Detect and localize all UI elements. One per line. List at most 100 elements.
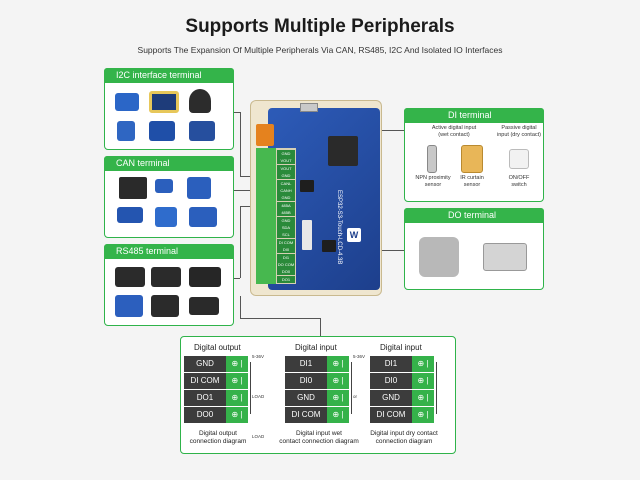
diagram-pin-name: DI0 — [370, 373, 412, 389]
terminal-block — [256, 148, 276, 284]
diagram-note: 5-36V — [353, 354, 366, 359]
board-pin-label: GND — [277, 150, 295, 157]
diagram-pin-name: GND — [285, 390, 327, 406]
usb-port — [300, 103, 318, 112]
diagram-pin-name: DI0 — [285, 373, 327, 389]
rs485-module-5 — [151, 295, 179, 317]
i2c-panel-title: I2C interface terminal — [104, 68, 234, 83]
diagram-row: DO1⊕ | — [184, 390, 248, 406]
board-pin-label: DI COM — [277, 238, 295, 246]
di-panel: DI terminal Active digital input (wet co… — [404, 108, 544, 202]
wire-can — [234, 190, 256, 191]
diagram-pin-name: GND — [370, 390, 412, 406]
board-pin-label: SCL — [277, 231, 295, 239]
diagram-row: GND⊕ | — [184, 356, 248, 372]
board-pin-label: DO COM — [277, 261, 295, 268]
i2c-module-4 — [117, 121, 135, 141]
board-pin-label: 485A — [277, 201, 295, 209]
diagram-row: DO0⊕ | — [184, 407, 248, 423]
wire-i2c-h — [240, 176, 256, 177]
diagram-row: DI0⊕ | — [370, 373, 434, 389]
i2c-module-2 — [149, 91, 179, 113]
rs485-module-6 — [189, 297, 219, 315]
board-pin-label: VOUT — [277, 164, 295, 172]
board-pin-label: 485B — [277, 209, 295, 217]
di-item-ir: IR curtain sensor — [460, 175, 484, 188]
diagram-caption: Digital output connection diagram — [189, 430, 247, 445]
terminal-screw-icon: ⊕ | — [327, 390, 349, 406]
wire-bottom-v — [320, 318, 321, 336]
solenoid-lock-img — [483, 243, 527, 271]
can-panel: CAN terminal — [104, 156, 234, 238]
di-panel-title: DI terminal — [404, 108, 544, 123]
npn-sensor-img — [427, 145, 437, 173]
can-module-3 — [187, 177, 211, 199]
ir-curtain-img — [461, 145, 483, 173]
i2c-module-6 — [189, 121, 215, 141]
di-active-title: Active digital input (wet contact) — [431, 125, 477, 138]
diagram-row: DI COM⊕ | — [184, 373, 248, 389]
diagram-pin-name: GND — [184, 356, 226, 372]
board-pin-label: DO1 — [277, 275, 295, 283]
terminal-screw-icon: ⊕ | — [412, 390, 434, 406]
di-item-switch: ON/OFF switch — [508, 175, 530, 188]
page-subtitle: Supports The Expansion Of Multiple Perip… — [137, 45, 503, 55]
board-pin-label: DO0 — [277, 268, 295, 276]
board-pin-label: GND — [277, 216, 295, 224]
board-pin-label: GND — [277, 172, 295, 180]
terminal-screw-icon: ⊕ | — [412, 407, 434, 423]
terminal-screw-icon: ⊕ | — [226, 390, 248, 406]
diagram-row: DI COM⊕ | — [370, 407, 434, 423]
terminal-screw-icon: ⊕ | — [226, 407, 248, 423]
board-pin-label: GND — [277, 194, 295, 202]
diagram-wire — [250, 362, 251, 414]
terminal-screw-icon: ⊕ | — [327, 407, 349, 423]
diagram-wire — [351, 362, 352, 414]
rs485-module-2 — [151, 267, 181, 287]
diagram-pin-name: DI COM — [184, 373, 226, 389]
page-title: Supports Multiple Peripherals — [185, 16, 455, 37]
diagram-note: LOAD — [252, 434, 265, 439]
diagram-row: DI0⊕ | — [285, 373, 349, 389]
do-panel: DO terminal — [404, 208, 544, 290]
diagram-row: DI COM⊕ | — [285, 407, 349, 423]
rs485-module-1 — [115, 267, 145, 287]
diagram-title: Digital output — [194, 343, 241, 352]
can-module-1 — [119, 177, 147, 199]
rs485-module-3 — [189, 267, 221, 287]
terminal-screw-icon: ⊕ | — [412, 356, 434, 372]
wire-bottom-h — [240, 318, 320, 319]
terminal-screw-icon: ⊕ | — [327, 373, 349, 389]
diagram-row: GND⊕ | — [285, 390, 349, 406]
switch-img — [509, 149, 529, 169]
terminal-screw-icon: ⊕ | — [327, 356, 349, 372]
di-item-npn: NPN proximity sensor — [415, 175, 451, 188]
i2c-module-5 — [149, 121, 175, 141]
rs485-module-4 — [115, 295, 143, 317]
power-connector — [256, 124, 274, 146]
diagram-pin-name: DO1 — [184, 390, 226, 406]
rs485-panel-title: RS485 terminal — [104, 244, 234, 259]
wire-di — [382, 130, 404, 131]
chip-2 — [302, 220, 312, 250]
board-pin-label: CANH — [277, 187, 295, 194]
wire-bottom — [240, 296, 241, 318]
board-pin-label: CANL — [277, 179, 295, 187]
diagram-pin-name: DI1 — [370, 356, 412, 372]
wire-rs485 — [234, 278, 240, 279]
diagram-note: LOAD — [252, 394, 265, 399]
brand-logo: W — [347, 228, 361, 242]
chip-3 — [322, 240, 336, 252]
diagram-wire — [436, 362, 437, 414]
can-module-2 — [155, 179, 173, 193]
diagram-row: GND⊕ | — [370, 390, 434, 406]
can-module-4 — [117, 207, 143, 223]
diagram-note: or — [353, 394, 358, 399]
diagram-pin-name: DI1 — [285, 356, 327, 372]
diagram-caption: Digital input dry contact connection dia… — [370, 430, 438, 445]
board-pin-label: SDA — [277, 224, 295, 231]
diagram-pin-name: DI COM — [370, 407, 412, 423]
wire-rs485-v — [240, 206, 241, 278]
can-module-5 — [155, 207, 177, 227]
can-module-6 — [189, 207, 217, 227]
